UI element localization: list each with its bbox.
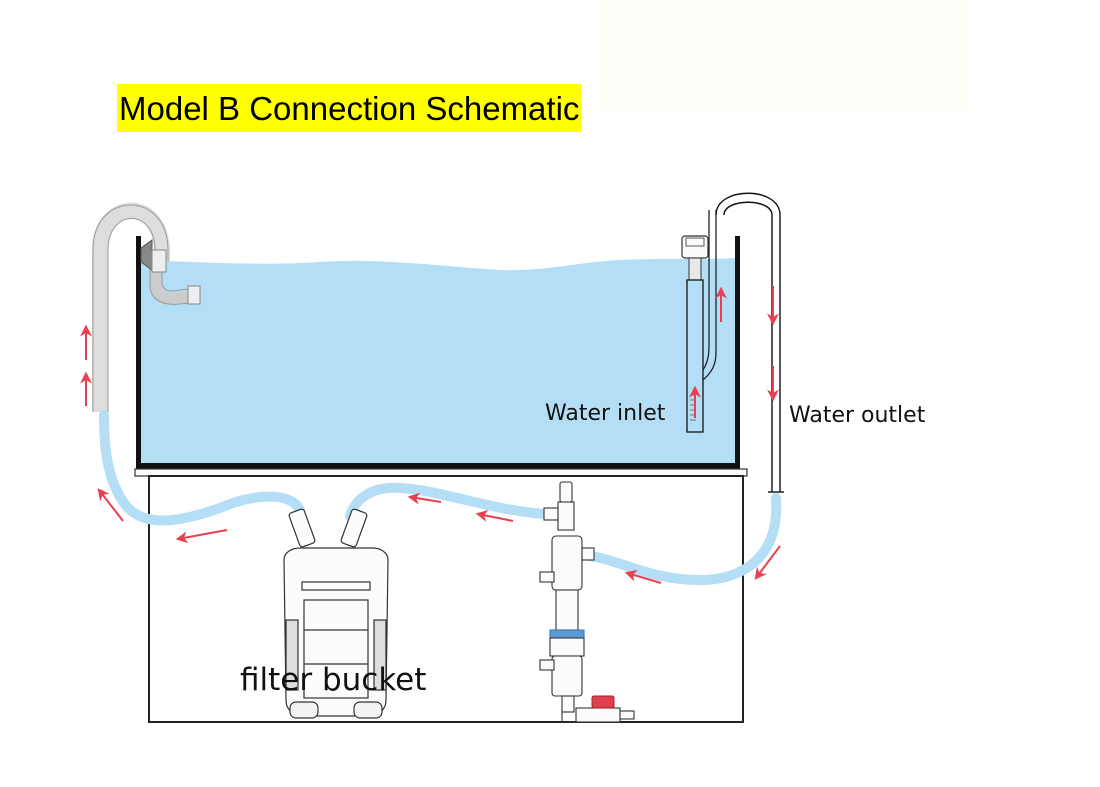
flow-arrow bbox=[624, 569, 662, 584]
tank-water bbox=[140, 258, 736, 466]
outlet-hose bbox=[585, 493, 782, 586]
tank-wall-left bbox=[136, 236, 141, 468]
filter-bucket-label: filter bucket bbox=[240, 662, 427, 698]
canister-filter bbox=[283, 508, 389, 719]
flow-arrow bbox=[754, 545, 781, 580]
ball-valve bbox=[591, 695, 615, 709]
water-outlet-label: Water outlet bbox=[789, 403, 926, 428]
return-pipe bbox=[92, 202, 201, 412]
flow-arrow bbox=[97, 488, 124, 522]
diagram-title: Model B Connection Schematic bbox=[117, 84, 582, 132]
flow-arrow bbox=[175, 529, 228, 544]
outflow-siphon bbox=[715, 192, 784, 493]
tank-base-rim bbox=[134, 468, 748, 477]
background-smudge bbox=[600, 0, 970, 110]
filter-to-return-hose bbox=[99, 410, 305, 526]
water-inlet-label: Water inlet bbox=[545, 401, 666, 426]
uv-sterilizer bbox=[539, 481, 635, 723]
flow-arrows bbox=[80, 286, 781, 584]
flow-arrow bbox=[407, 492, 442, 505]
unit-to-filter-hose bbox=[345, 482, 549, 521]
tank-wall-right bbox=[735, 236, 740, 468]
tank-bottom bbox=[136, 463, 740, 469]
cabinet bbox=[148, 475, 744, 723]
flow-arrow bbox=[475, 509, 514, 522]
